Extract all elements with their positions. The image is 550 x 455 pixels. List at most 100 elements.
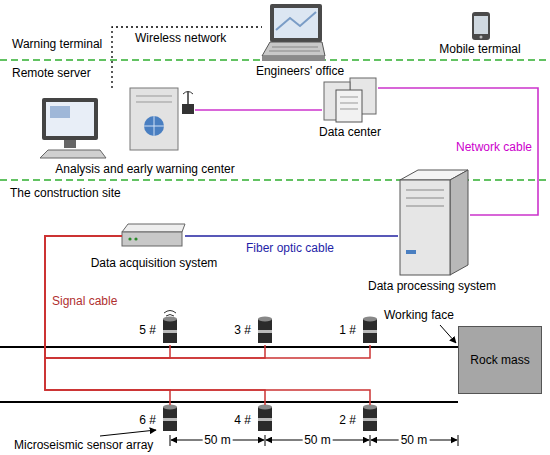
signal-cable — [45, 236, 370, 405]
acquisition-box-icon — [122, 232, 182, 246]
laptop-terminal: Engineers' office — [262, 4, 325, 62]
zone-label: Remote server — [10, 66, 93, 80]
workstation-icon — [42, 98, 98, 140]
sensor-icon — [363, 418, 377, 421]
node-label: Mobile terminal — [439, 42, 520, 56]
node-label: 5 # — [139, 323, 156, 337]
laptop-icon — [274, 8, 318, 38]
server-icon — [406, 206, 444, 207]
callout-label: Microseismic sensor array — [14, 438, 153, 452]
node-label: 2 # — [339, 413, 356, 427]
fiber-cable — [185, 235, 398, 237]
server-icon — [406, 190, 444, 191]
workstation-icon — [182, 104, 194, 114]
node-label: Rock mass — [470, 353, 529, 367]
workstation-icon — [64, 140, 76, 148]
sensor-icon — [163, 405, 177, 432]
sensor-icon — [258, 418, 272, 421]
acquisition-unit: Data acquisition system — [122, 224, 185, 248]
workstation-icon — [50, 106, 70, 118]
server-icon — [400, 170, 468, 275]
workstation-icon — [40, 150, 106, 158]
dimension-label: 50 m — [202, 433, 233, 447]
server-icon — [400, 180, 450, 275]
workstation-icon — [187, 92, 189, 104]
sensor-icon — [363, 319, 377, 343]
dimension-label: 50 m — [302, 433, 333, 447]
sensor-icon — [363, 407, 377, 431]
node-label: Data center — [319, 125, 381, 139]
sensor-icon — [258, 405, 272, 410]
laptop-icon — [269, 51, 320, 52]
tunnel-wall — [0, 346, 458, 348]
rock-mass: Rock mass — [458, 326, 542, 394]
processing-server: Data processing system — [398, 168, 470, 275]
sensor-icon — [258, 317, 272, 344]
acquisition-box-icon — [128, 237, 131, 240]
sensor-icon — [258, 317, 272, 322]
laptop-icon — [262, 56, 325, 61]
dimension-line — [265, 435, 266, 446]
sensor: 5 # — [161, 318, 179, 345]
sensor-icon — [363, 405, 377, 410]
signal-cable — [45, 236, 170, 358]
server-icon — [450, 170, 468, 275]
cable-label: Fiber optic cable — [246, 241, 334, 255]
workstation-icon — [144, 116, 164, 136]
workstation-icon — [40, 88, 194, 158]
workstation-icon — [130, 88, 178, 150]
laptop-icon — [272, 47, 318, 48]
dimension-label: 50 m — [399, 433, 430, 447]
data-center: Data center — [322, 78, 378, 122]
laptop-icon — [262, 4, 325, 61]
node-label: Analysis and early warning center — [55, 162, 234, 176]
sensor-icon — [258, 330, 272, 333]
phone-icon — [474, 16, 488, 34]
warning-center: Analysis and early warning center — [40, 88, 195, 160]
node-label: 6 # — [139, 413, 156, 427]
sensor-icon — [258, 407, 272, 431]
tunnel-wall — [0, 401, 458, 403]
phone-icon — [480, 36, 483, 39]
sensor-icon — [258, 319, 272, 343]
sensor-icon — [163, 405, 177, 410]
cable-label: Network cable — [456, 140, 532, 154]
cable-label: Wireless network — [135, 31, 226, 45]
sensor-icon — [258, 405, 272, 432]
node-label: Engineers' office — [256, 64, 344, 78]
workstation-icon — [46, 102, 94, 136]
workstation-icon — [136, 102, 172, 103]
leader-line — [100, 430, 156, 436]
server-rack-icon — [340, 97, 358, 98]
phone-icon — [472, 12, 490, 40]
cable-label: Signal cable — [52, 294, 117, 308]
sensor-icon — [163, 319, 177, 343]
mobile-terminal: Mobile terminal — [470, 12, 490, 40]
dimension-line — [458, 435, 459, 446]
dimension-line — [170, 435, 171, 446]
sensor-icon — [164, 311, 176, 317]
zone-label: The construction site — [10, 186, 121, 200]
workstation-icon — [144, 116, 164, 136]
node-label: 1 # — [339, 323, 356, 337]
node-label: Data acquisition system — [91, 256, 218, 270]
signal-cable — [45, 236, 370, 358]
acquisition-box-icon — [134, 237, 137, 240]
node-label: 3 # — [234, 323, 251, 337]
workstation-icon — [136, 96, 172, 97]
acquisition-box-icon — [122, 224, 185, 232]
sensor-icon — [163, 330, 177, 333]
node-label: 4 # — [234, 413, 251, 427]
laptop-icon — [270, 4, 322, 42]
server-rack-icon — [340, 103, 358, 104]
sensor: 1 # — [361, 318, 379, 345]
signal-cable — [45, 236, 265, 358]
wireless-link — [112, 27, 262, 88]
sensor: 2 # — [361, 405, 379, 433]
sensor-icon — [163, 407, 177, 431]
laptop-icon — [262, 42, 325, 56]
sensor-icon — [163, 311, 177, 344]
network-cable — [378, 88, 538, 215]
acquisition-box-icon — [122, 224, 185, 246]
